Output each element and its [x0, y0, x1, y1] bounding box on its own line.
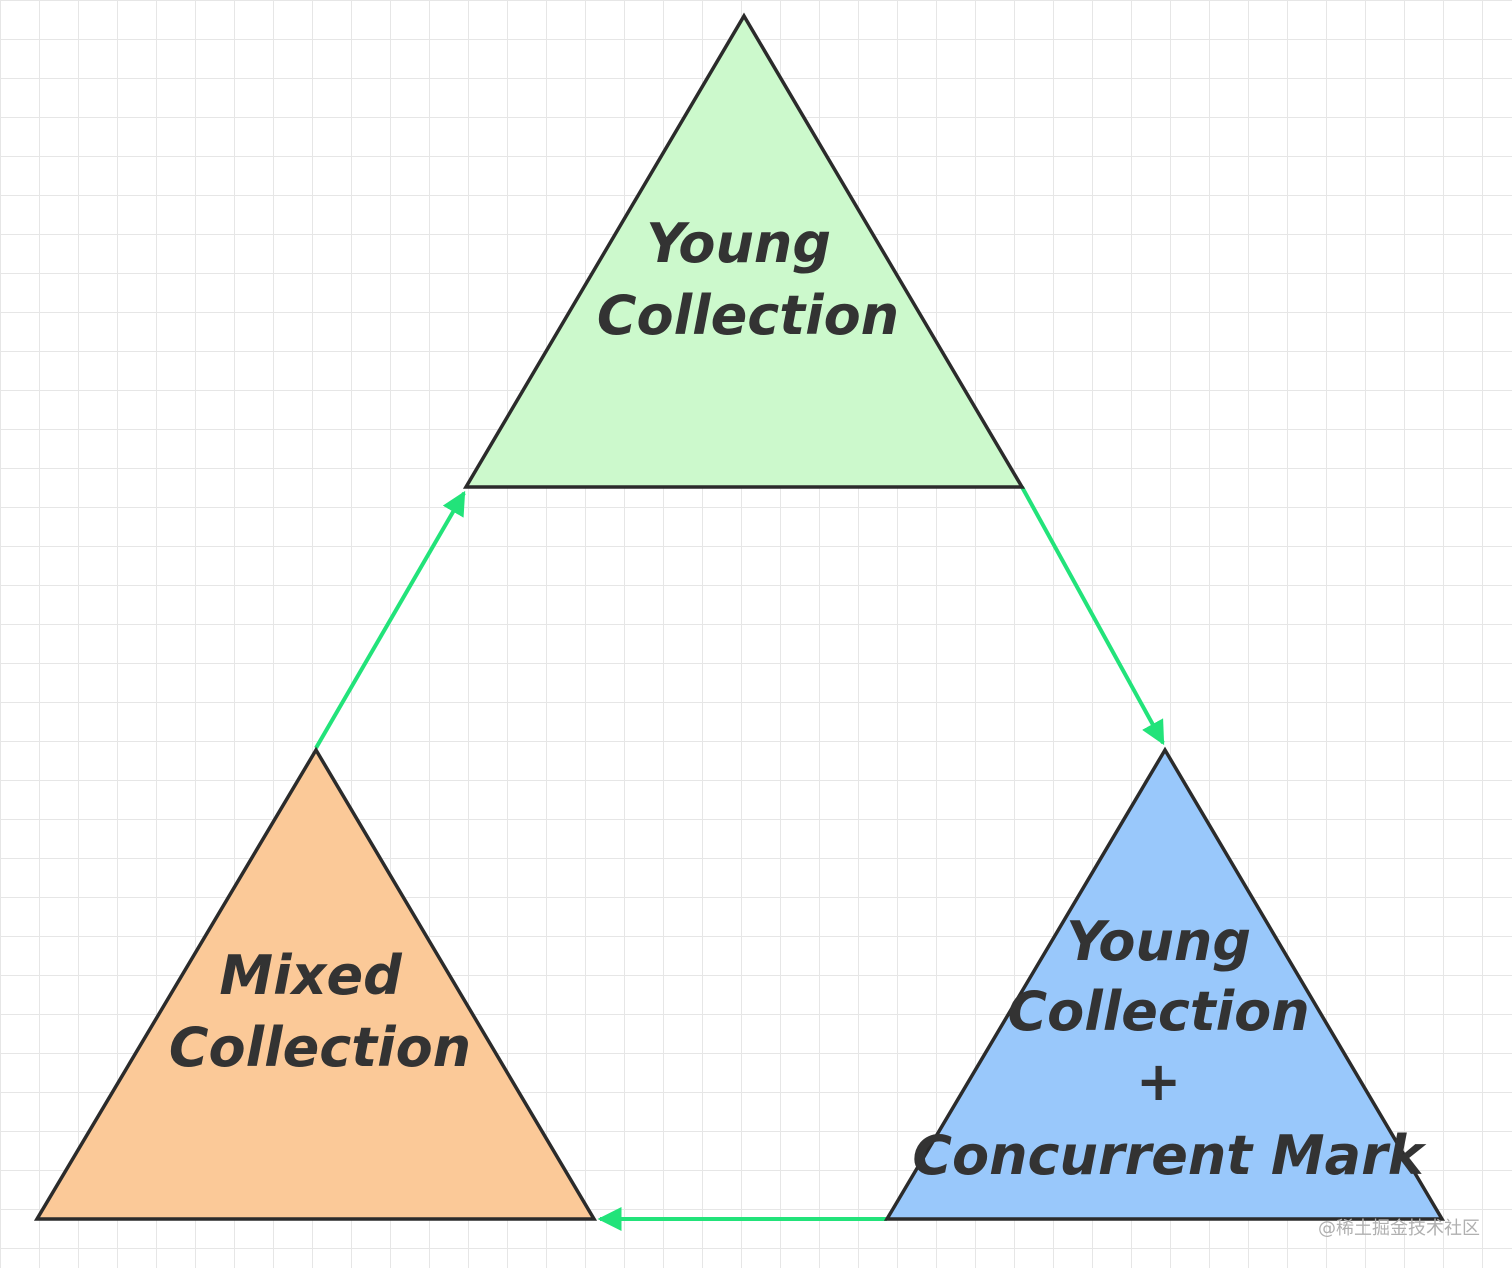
node-young-collection: Young Collection [462, 12, 1026, 489]
young-collection-line-2: Collection [597, 284, 899, 347]
young-concurrent-mark-label: Young Collection + Concurrent Mark [912, 910, 1426, 1187]
young-concurrent-mark-line-1: Young [1066, 910, 1251, 973]
young-concurrent-mark-line-3: + [1136, 1050, 1181, 1113]
young-collection-label: Young Collection [597, 212, 899, 347]
edge-young-to-young-mark [1020, 486, 1165, 746]
young-concurrent-mark-line-4: Concurrent Mark [912, 1124, 1426, 1187]
mixed-collection-label: Mixed Collection [169, 944, 471, 1079]
mixed-collection-triangle [33, 746, 598, 1221]
mixed-collection-line-1: Mixed [219, 944, 403, 1007]
young-concurrent-mark-line-2: Collection [1007, 980, 1309, 1043]
edge-mixed-to-young [314, 490, 466, 750]
young-collection-triangle [462, 12, 1026, 489]
node-young-concurrent-mark: Young Collection + Concurrent Mark [883, 746, 1446, 1221]
node-mixed-collection: Mixed Collection [33, 746, 598, 1221]
young-concurrent-mark-triangle [883, 746, 1446, 1221]
young-collection-line-1: Young [646, 212, 831, 275]
mixed-collection-line-2: Collection [169, 1016, 471, 1079]
edges [314, 486, 1165, 1231]
watermark-text: @稀土掘金技术社区 [1318, 1218, 1480, 1239]
